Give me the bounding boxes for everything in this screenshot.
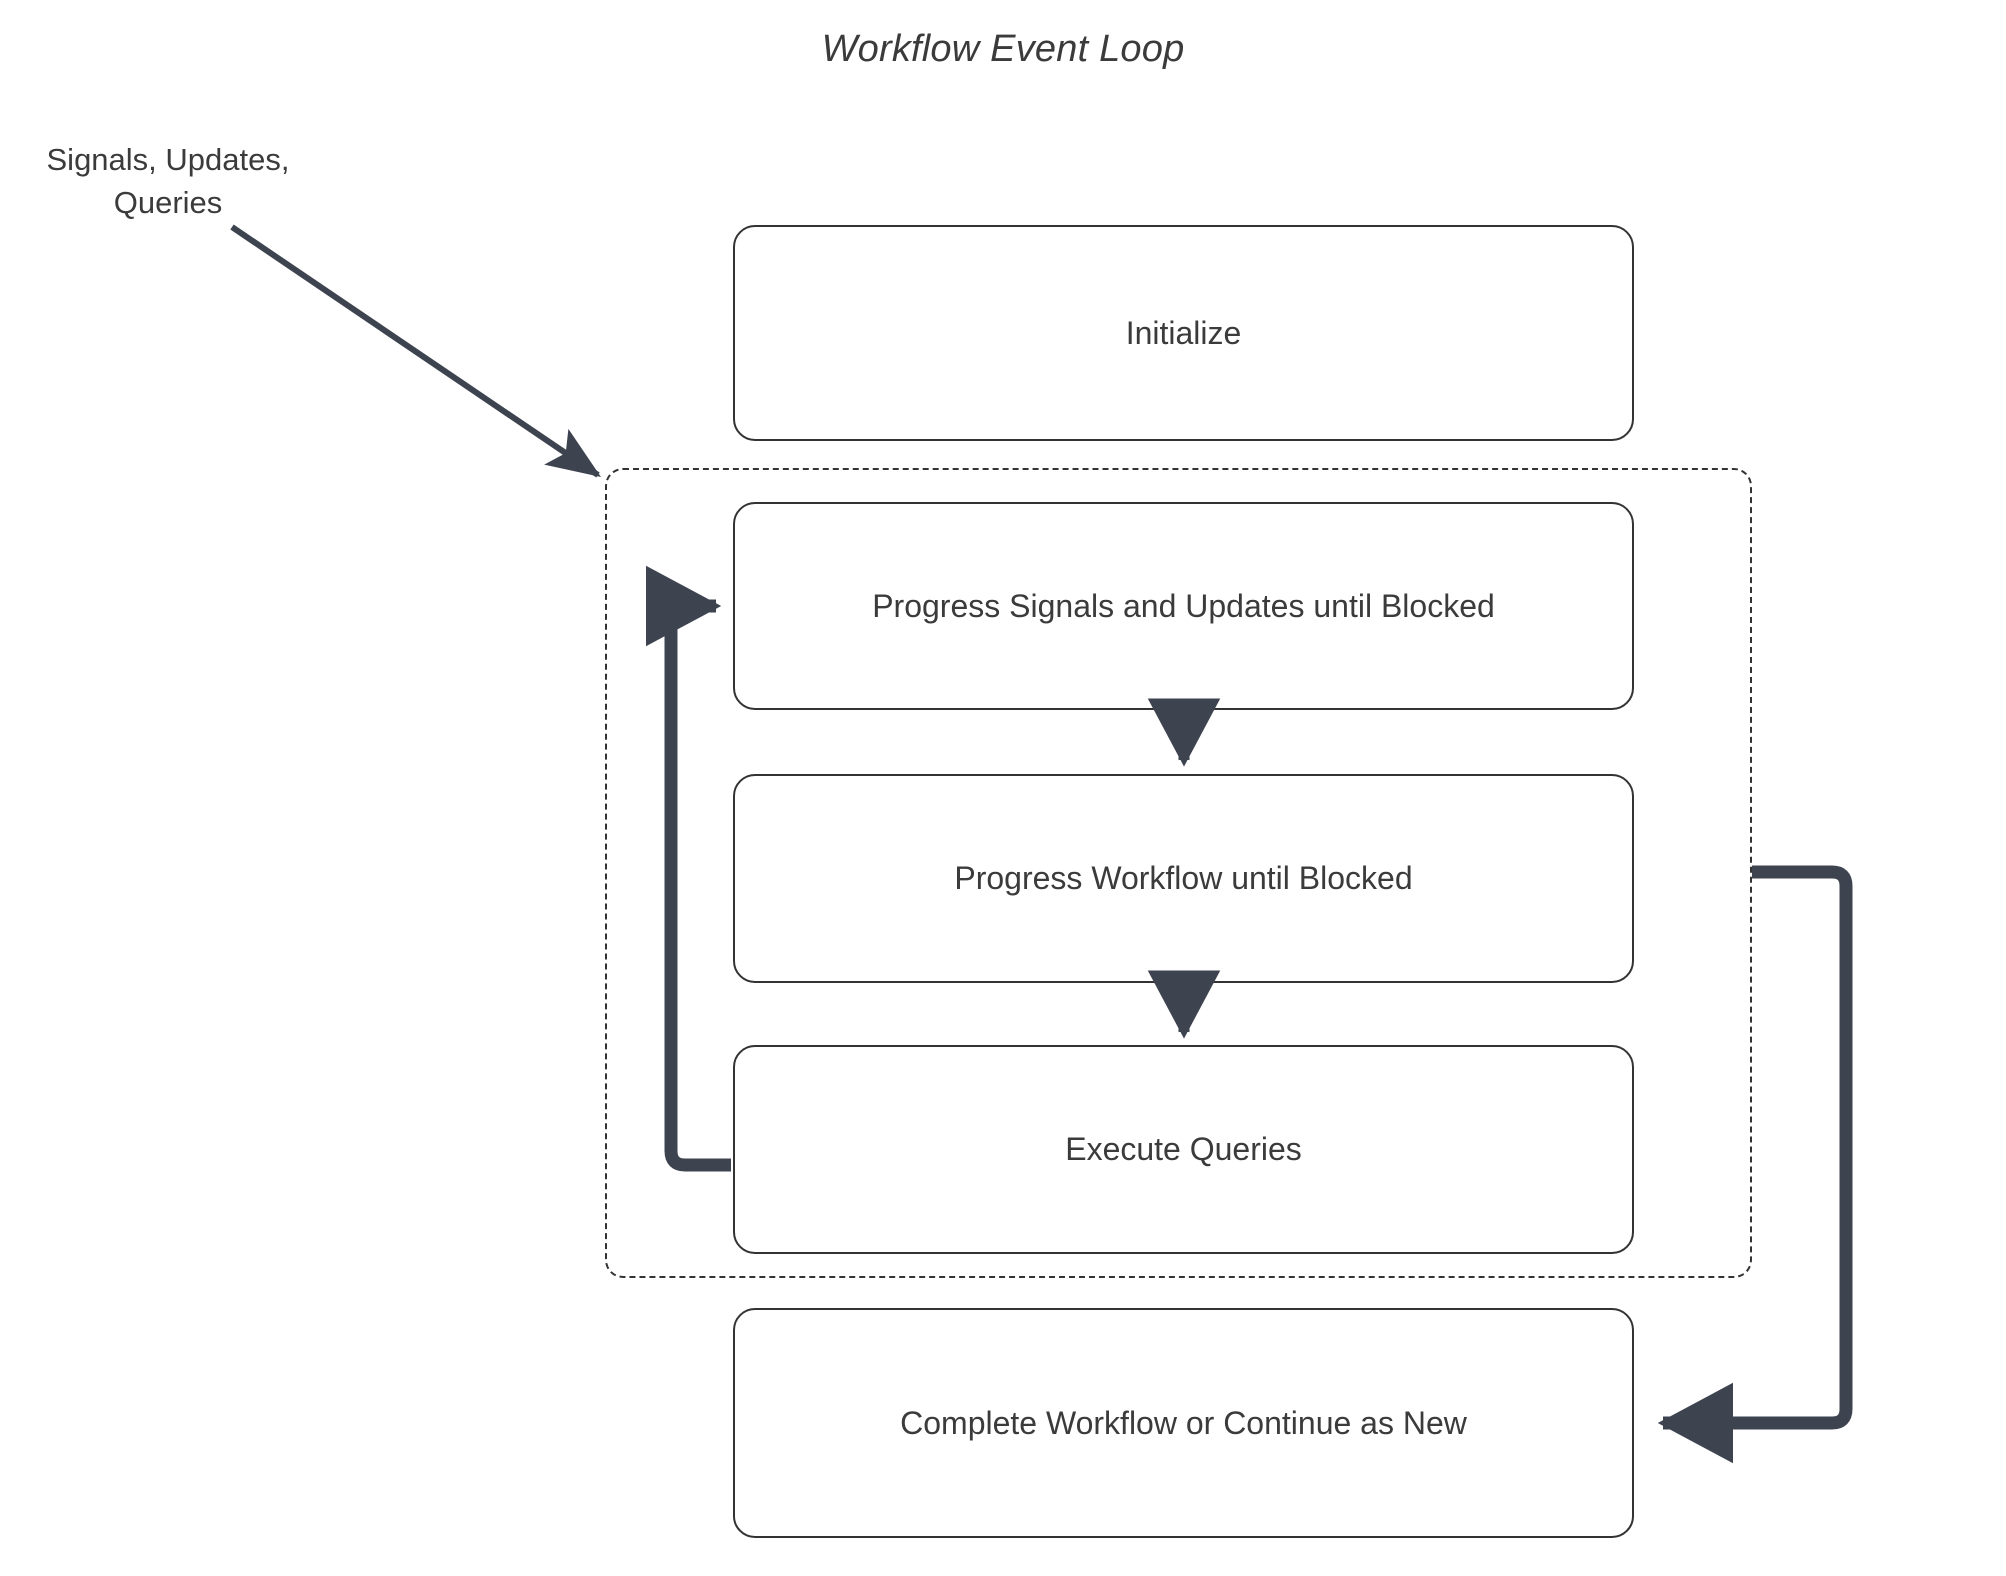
node-execute-queries[interactable]: Execute Queries: [733, 1045, 1634, 1254]
node-progress-workflow[interactable]: Progress Workflow until Blocked: [733, 774, 1634, 983]
node-progress-signals[interactable]: Progress Signals and Updates until Block…: [733, 502, 1634, 710]
node-initialize[interactable]: Initialize: [733, 225, 1634, 441]
edge-external-input-to-loop: [230, 224, 601, 478]
node-execute-queries-label: Execute Queries: [1065, 1131, 1302, 1167]
node-initialize-label: Initialize: [1125, 314, 1242, 351]
external-input-label-line2: Queries: [113, 185, 223, 220]
external-input-label-line1: Signals, Updates,: [46, 142, 290, 177]
node-progress-signals-label: Progress Signals and Updates until Block…: [872, 587, 1495, 624]
node-complete-workflow-label: Complete Workflow or Continue as New: [900, 1404, 1467, 1441]
node-complete-workflow[interactable]: Complete Workflow or Continue as New: [733, 1308, 1634, 1538]
page-title: Workflow Event Loop: [821, 28, 1185, 70]
node-progress-workflow-label: Progress Workflow until Blocked: [954, 860, 1413, 896]
external-input-label: Signals, Updates, Queries: [18, 138, 318, 224]
